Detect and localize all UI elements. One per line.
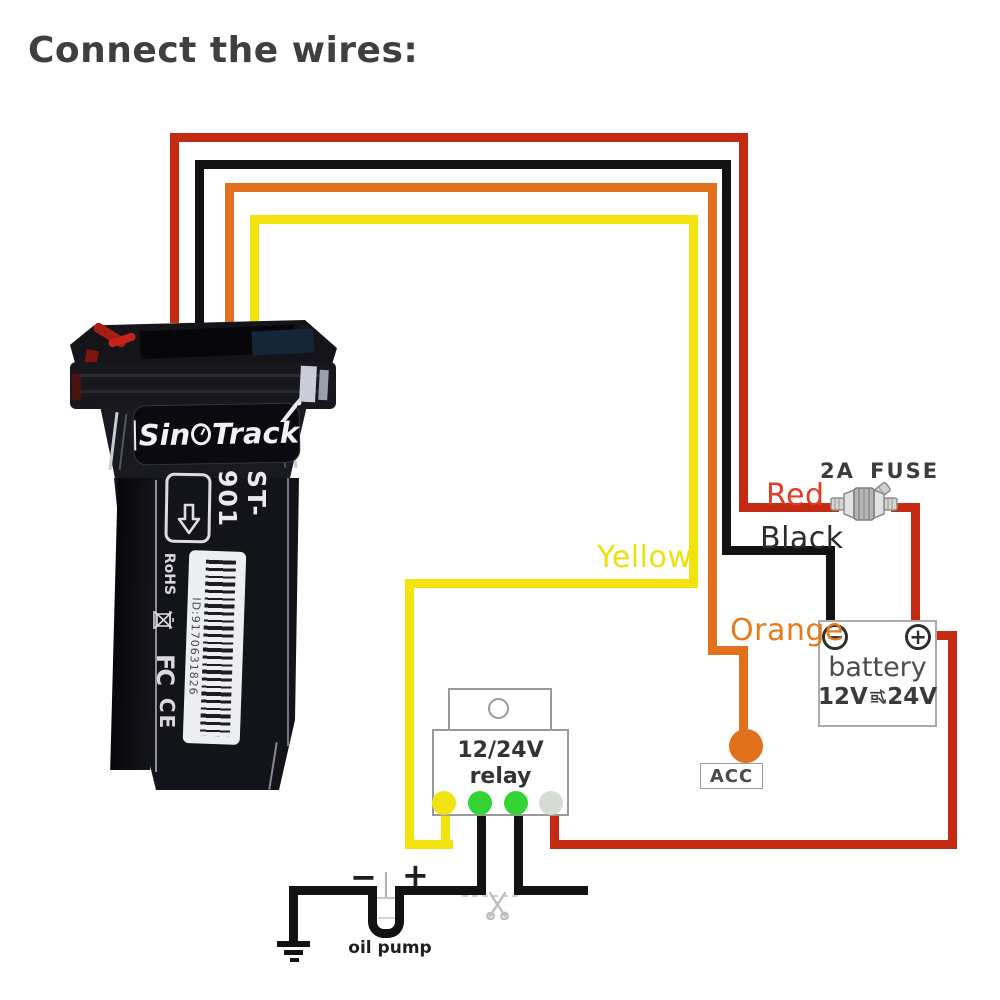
black-wire-relay-pin2-vertical bbox=[477, 812, 486, 895]
yellow-wire-right-vertical bbox=[689, 215, 698, 588]
black-wire-label: Black bbox=[760, 521, 844, 556]
yellow-wire-left-vertical bbox=[250, 215, 259, 323]
yellow-wire-top-horizontal bbox=[250, 215, 698, 224]
oil-pump-plus-sign: + bbox=[402, 856, 429, 894]
tracker-flange-ridge2 bbox=[78, 390, 328, 393]
acc-label: ACC bbox=[709, 765, 754, 787]
weee-bin-icon bbox=[153, 611, 174, 629]
orange-wire-label: Orange bbox=[730, 613, 844, 648]
battery-plus-terminal: + bbox=[905, 624, 931, 650]
tracker-flange-red-edge bbox=[72, 374, 81, 400]
red-wire-after-fuse bbox=[891, 503, 920, 512]
black-wire-ground-vertical bbox=[289, 886, 298, 943]
relay-mounting-hole bbox=[488, 698, 509, 719]
black-wire-cut-end-horizontal bbox=[514, 886, 588, 895]
yellow-wire-mid-horizontal bbox=[405, 579, 698, 588]
tracker-flange bbox=[70, 362, 336, 409]
cert-ce: CE bbox=[155, 697, 180, 731]
orange-wire-right-vertical bbox=[708, 183, 717, 655]
red-wire-bottom-horizontal bbox=[554, 840, 957, 849]
sim-arrow-down-icon bbox=[177, 503, 201, 535]
relay-pin-green1 bbox=[468, 791, 492, 815]
black-wire-oilpump-horizontal bbox=[399, 886, 486, 895]
cert-rohs: RoHS bbox=[161, 552, 178, 596]
oil-pump-cup bbox=[368, 886, 404, 938]
yellow-wire-down-vertical bbox=[405, 579, 414, 849]
barcode-stripes bbox=[199, 559, 237, 737]
quill-icon bbox=[280, 396, 302, 422]
red-wire-left-vertical bbox=[170, 133, 179, 323]
ground-symbol-bar3 bbox=[290, 958, 299, 962]
tracker-flange-silver2 bbox=[318, 369, 329, 401]
battery-name: battery bbox=[828, 652, 927, 683]
acc-terminal-dot bbox=[729, 729, 763, 763]
battery-voltage-left: 12V bbox=[818, 684, 868, 710]
red-wire-right-vertical bbox=[739, 133, 748, 512]
oil-pump-level-line1 bbox=[377, 897, 395, 899]
black-wire-relay-pin3-vertical bbox=[514, 812, 523, 895]
tracker-body-right-line bbox=[287, 478, 289, 746]
red-wire-relay-pin4-vertical bbox=[550, 812, 559, 849]
relay-pin-yellow bbox=[432, 791, 456, 815]
orange-wire-left-vertical bbox=[225, 183, 234, 323]
red-wire-battery-plus-out bbox=[937, 631, 957, 640]
scissors-icon bbox=[486, 891, 509, 920]
red-wire-to-fuse bbox=[739, 503, 839, 512]
black-wire-right-vertical bbox=[722, 160, 731, 555]
yellow-wire-label: Yellow bbox=[597, 540, 693, 575]
orange-wire-top-horizontal bbox=[225, 183, 717, 192]
logo-left-bar bbox=[133, 420, 137, 451]
orange-wire-jog-horizontal bbox=[708, 646, 748, 655]
relay-pin-green2 bbox=[504, 791, 528, 815]
gauge-o-icon bbox=[191, 423, 212, 446]
oil-pump-float-line bbox=[385, 872, 387, 898]
battery-plus-sign: + bbox=[909, 624, 927, 649]
ground-symbol-bar1 bbox=[277, 941, 310, 947]
page-title: Connect the wires: bbox=[28, 30, 419, 71]
cjk-or-glyph bbox=[869, 689, 887, 705]
black-wire-left-vertical bbox=[195, 160, 204, 323]
relay-line1: 12/24V bbox=[457, 738, 544, 763]
fuse-icon bbox=[830, 481, 898, 521]
orange-wire-down-to-acc bbox=[739, 646, 748, 738]
yellow-wire-up-to-relay bbox=[441, 812, 450, 849]
oil-pump-minus-sign: − bbox=[350, 858, 377, 896]
yellow-wire-bottom-horizontal bbox=[405, 840, 453, 849]
red-wire-label: Red bbox=[766, 478, 825, 513]
tracker-head-screen-blue bbox=[251, 328, 315, 356]
relay-line2: relay bbox=[469, 764, 532, 789]
cut-dashed-line bbox=[462, 895, 518, 897]
tracker-flange-ridge1 bbox=[78, 374, 328, 377]
relay-pin-pale bbox=[539, 791, 563, 815]
battery-voltage-right: 24V bbox=[887, 684, 937, 710]
barcode-label: ID:9170631826 bbox=[182, 550, 247, 745]
red-wire-far-right-vertical bbox=[948, 631, 957, 849]
oil-pump-level-line2 bbox=[378, 917, 395, 919]
oil-pump-label: oil pump bbox=[348, 938, 432, 958]
battery-voltage: 12V 24V bbox=[818, 684, 937, 710]
battery-minus-sign: − bbox=[826, 624, 844, 649]
red-wire-top-horizontal bbox=[170, 133, 748, 142]
brand-prefix: Sin bbox=[138, 417, 191, 453]
black-wire-mid-horizontal bbox=[722, 546, 834, 555]
battery-minus-terminal: − bbox=[822, 624, 848, 650]
acc-box: ACC bbox=[700, 763, 763, 789]
cert-fcc: FC bbox=[151, 653, 180, 685]
black-wire-top-horizontal bbox=[195, 160, 731, 169]
fuse-label: 2A FUSE bbox=[820, 459, 940, 483]
red-wire-down-to-battery bbox=[911, 503, 920, 623]
ground-symbol-bar2 bbox=[284, 950, 303, 955]
black-wire-down-to-battery bbox=[826, 546, 835, 623]
model-label: ST-901 bbox=[213, 470, 271, 529]
black-wire-ground-horizontal bbox=[289, 886, 377, 895]
